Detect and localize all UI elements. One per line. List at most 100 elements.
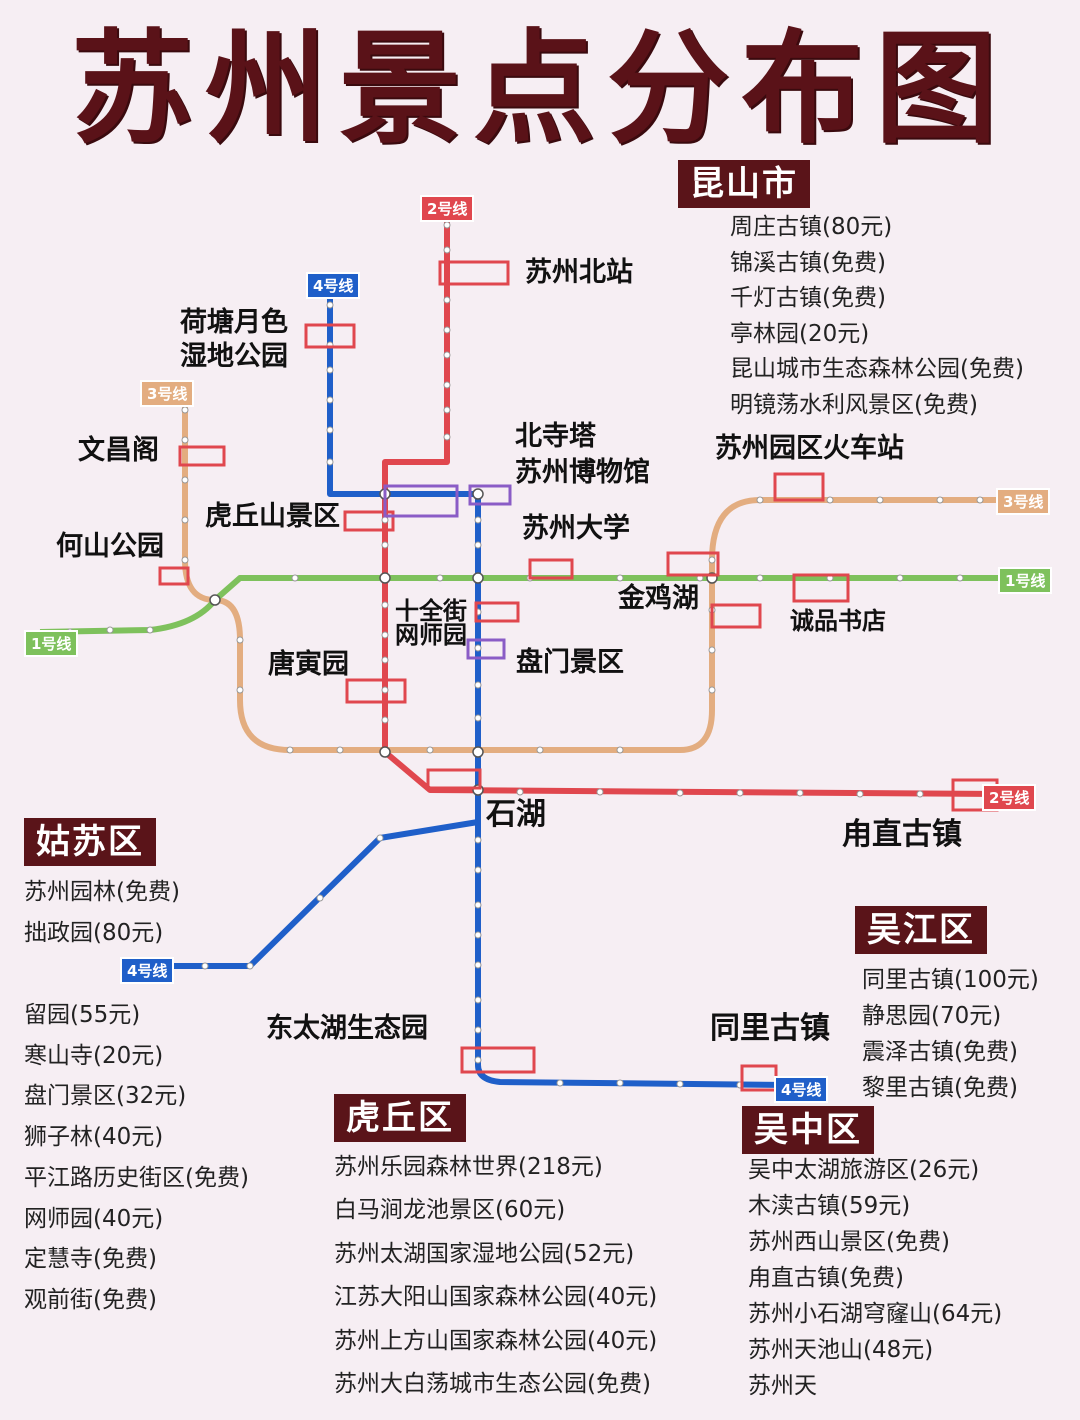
station-dot	[756, 574, 764, 582]
place-item: 苏州园林(免费)	[24, 879, 180, 905]
station-dot	[181, 476, 189, 484]
station-dot	[426, 746, 434, 754]
hl-transfer	[383, 484, 459, 518]
station-dot	[474, 541, 482, 549]
label-hetang-1: 荷塘月色	[180, 307, 288, 338]
hl-huqiu	[343, 510, 395, 532]
label-jinji: 金鸡湖	[618, 583, 699, 614]
district-kunshan-header: 昆山市	[678, 160, 810, 208]
station-dot	[796, 789, 804, 797]
station-dot	[436, 574, 444, 582]
station-dot	[443, 406, 451, 414]
place-item: 明镜荡水利风景区(免费)	[730, 391, 978, 418]
station-dot	[616, 1079, 624, 1087]
district-wuzhong-list: 吴中太湖旅游区(26元) 木渎古镇(59元) 苏州西山景区(免费) 甪直古镇(免…	[748, 1152, 1002, 1404]
place-item: 观前街(免费)	[24, 1286, 157, 1313]
place-item: 甪直古镇(免费)	[748, 1265, 904, 1291]
label-wenchang: 文昌阁	[78, 435, 159, 466]
station-dot	[381, 516, 389, 524]
hl-hetang	[304, 323, 356, 349]
station-dot	[516, 788, 524, 796]
station-dot	[474, 961, 482, 969]
station-dot	[291, 574, 299, 582]
place-item: 苏州天池山(48元)	[748, 1337, 934, 1363]
station-dot	[326, 426, 334, 434]
station-dot	[536, 746, 544, 754]
place-item: 苏州天	[748, 1373, 817, 1399]
line-4-route	[327, 290, 791, 1088]
label-suda: 苏州大学	[522, 513, 630, 544]
station-dot	[708, 556, 716, 564]
district-wujiang-header: 吴江区	[855, 906, 987, 954]
station-dot	[106, 626, 114, 634]
station-dot	[381, 601, 389, 609]
station-dot	[146, 626, 154, 634]
hl-sip	[773, 472, 825, 502]
place-item: 平江路历史街区(免费)	[24, 1164, 249, 1191]
hl-jinji2	[710, 603, 762, 629]
place-item: 亭林园(20元)	[730, 320, 870, 347]
place-item: 江苏大阳山国家森林公园(40元)	[334, 1284, 658, 1311]
place-item: 拙政园(80元)	[24, 920, 164, 946]
hl-heshan	[158, 566, 190, 586]
station-dot	[381, 656, 389, 664]
station-dot	[876, 496, 884, 504]
station-dot	[443, 296, 451, 304]
station-dot	[474, 516, 482, 524]
district-gusu-header: 姑苏区	[24, 818, 156, 866]
transfer-station	[379, 746, 391, 758]
station-dot	[474, 1056, 482, 1064]
place-item: 木渎古镇(59元)	[748, 1193, 911, 1219]
hl-tangyin	[345, 678, 407, 704]
station-dot	[676, 1080, 684, 1088]
label-dongtaihu: 东太湖生态园	[266, 1013, 428, 1044]
place-item: 苏州小石湖穹窿山(64元)	[748, 1301, 1003, 1327]
station-dot	[474, 996, 482, 1004]
district-kunshan-list: 周庄古镇(80元) 锦溪古镇(免费) 千灯古镇(免费) 亭林园(20元) 昆山城…	[730, 210, 1024, 423]
station-dot	[443, 351, 451, 359]
station-dot	[474, 866, 482, 874]
station-dot	[856, 790, 864, 798]
place-item: 定慧寺(免费)	[24, 1246, 157, 1273]
station-dot	[286, 746, 294, 754]
label-wangshi: 网师园	[395, 621, 467, 649]
place-item: 苏州大白荡城市生态公园(免费)	[334, 1371, 651, 1398]
station-dot	[896, 574, 904, 582]
station-dot	[556, 1079, 564, 1087]
line-1-tag-right: 1号线	[998, 567, 1053, 594]
line-4-tag-left: 4号线	[120, 957, 175, 984]
station-dot	[181, 556, 189, 564]
hl-beisita	[468, 484, 512, 506]
station-dot	[474, 901, 482, 909]
line-4-tag-bottom: 4号线	[774, 1076, 829, 1103]
hl-chengpin	[792, 573, 850, 603]
station-dot	[443, 221, 451, 229]
district-huqiu-list: 苏州乐园森林世界(218元) 白马涧龙池景区(60元) 苏州太湖国家湿地公园(5…	[334, 1146, 657, 1406]
station-dot	[474, 836, 482, 844]
station-dot	[326, 366, 334, 374]
station-dot	[676, 789, 684, 797]
station-dot	[936, 496, 944, 504]
label-tangyin: 唐寅园	[268, 649, 349, 680]
station-dot	[916, 790, 924, 798]
district-huqiu-header: 虎丘区	[334, 1094, 466, 1142]
station-dot	[326, 396, 334, 404]
place-item: 黎里古镇(免费)	[862, 1075, 1018, 1101]
label-shihu: 石湖	[486, 797, 546, 832]
station-dot	[616, 746, 624, 754]
place-item: 留园(55元)	[24, 1002, 141, 1028]
label-hetang-2: 湿地公园	[180, 341, 288, 372]
district-wuzhong-header: 吴中区	[742, 1106, 874, 1154]
hl-panmen	[466, 638, 506, 660]
label-museum: 苏州博物馆	[515, 457, 650, 488]
line-1-tag-left: 1号线	[24, 630, 79, 657]
place-item: 网师园(40元)	[24, 1205, 164, 1232]
station-dot	[474, 931, 482, 939]
place-item: 苏州乐园森林世界(218元)	[334, 1154, 603, 1180]
line-4-branch	[165, 819, 479, 969]
station-dot	[756, 496, 764, 504]
station-dot	[474, 644, 482, 652]
station-dot	[443, 246, 451, 254]
station-dot	[381, 541, 389, 549]
